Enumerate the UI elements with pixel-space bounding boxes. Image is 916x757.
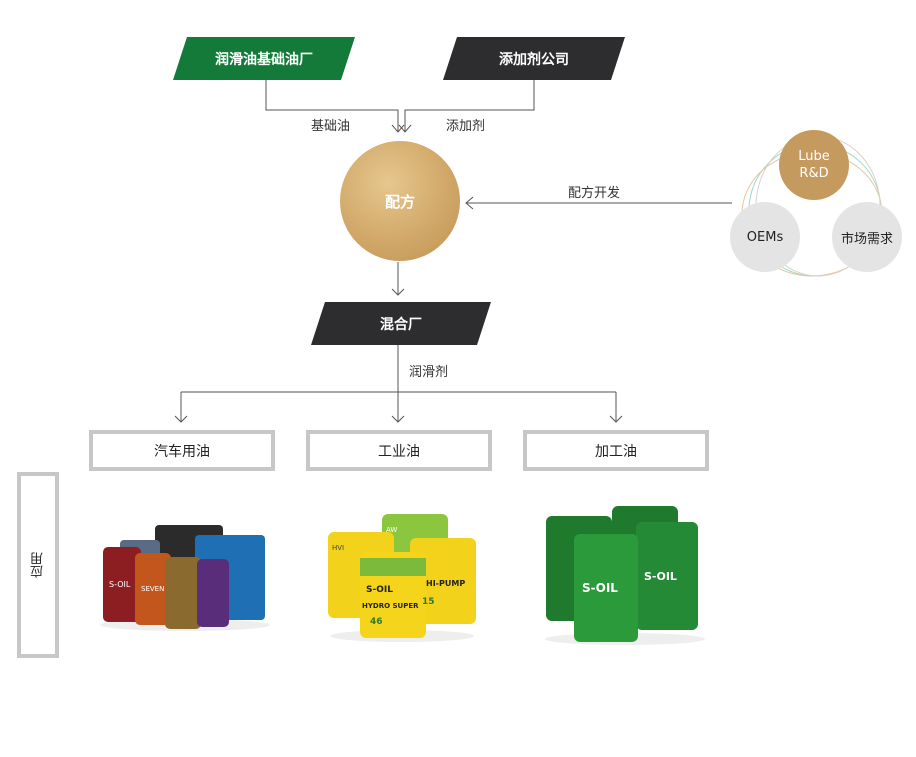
pail-tag-text: HVI (332, 544, 344, 552)
lube-rd-node: Lube R&D (779, 130, 849, 200)
pail-right-name: HI-PUMP (426, 579, 465, 588)
formula-dev-flow-label: 配方开发 (568, 186, 621, 201)
lube-rd-label-1: Lube (798, 149, 830, 164)
auto-bottle-text: SEVEN (141, 585, 164, 593)
pail-right-number: 15 (422, 597, 435, 607)
additive-company-node: 添加剂公司 (443, 37, 625, 80)
application-side-box: 应用 (17, 472, 59, 658)
blending-plant-label: 混合厂 (380, 316, 422, 333)
base-oil-plant-node: 润滑油基础油厂 (173, 37, 355, 80)
category-label: 汽车用油 (154, 443, 210, 460)
market-demand-node: 市场需求 (832, 202, 902, 272)
oems-label: OEMs (746, 229, 784, 245)
auto-brand-text: S-OIL (109, 580, 131, 589)
base-oil-plant-label: 润滑油基础油厂 (215, 51, 313, 68)
pail-left-name: HYDRO SUPER (362, 602, 419, 610)
base-oil-flow-label: 基础油 (311, 119, 351, 134)
category-box-automotive: 汽车用油 (89, 430, 275, 471)
pail-left-number: 46 (370, 617, 383, 627)
blending-plant-node: 混合厂 (311, 302, 491, 345)
application-side-label: 应用 (30, 552, 46, 578)
drum-brand-text: S-OIL (582, 581, 618, 595)
process-oil-products-image: S-OIL S-OIL (545, 506, 705, 645)
market-demand-label: 市场需求 (840, 231, 893, 247)
additive-flow-label: 添加剂 (446, 119, 486, 134)
automotive-oil-products-image: S-OIL SEVEN (100, 525, 270, 631)
category-box-industrial: 工业油 (306, 430, 492, 471)
industrial-oil-products-image: S-OIL HYDRO SUPER 46 HI-PUMP 15 HVI AW (328, 514, 476, 642)
additive-company-label: 添加剂公司 (499, 51, 569, 68)
formula-label: 配方 (384, 192, 415, 211)
oems-node: OEMs (730, 202, 800, 272)
pail-brand-text: S-OIL (366, 585, 393, 595)
category-label: 工业油 (378, 443, 420, 460)
category-box-process: 加工油 (523, 430, 709, 471)
pail-tag2-text: AW (386, 526, 397, 534)
lube-rd-label-2: R&D (799, 166, 829, 181)
category-label: 加工油 (595, 443, 637, 460)
drum-brand-text-2: S-OIL (644, 570, 677, 583)
formula-node: 配方 (340, 141, 460, 261)
lubricant-flow-label: 润滑剂 (409, 365, 449, 380)
